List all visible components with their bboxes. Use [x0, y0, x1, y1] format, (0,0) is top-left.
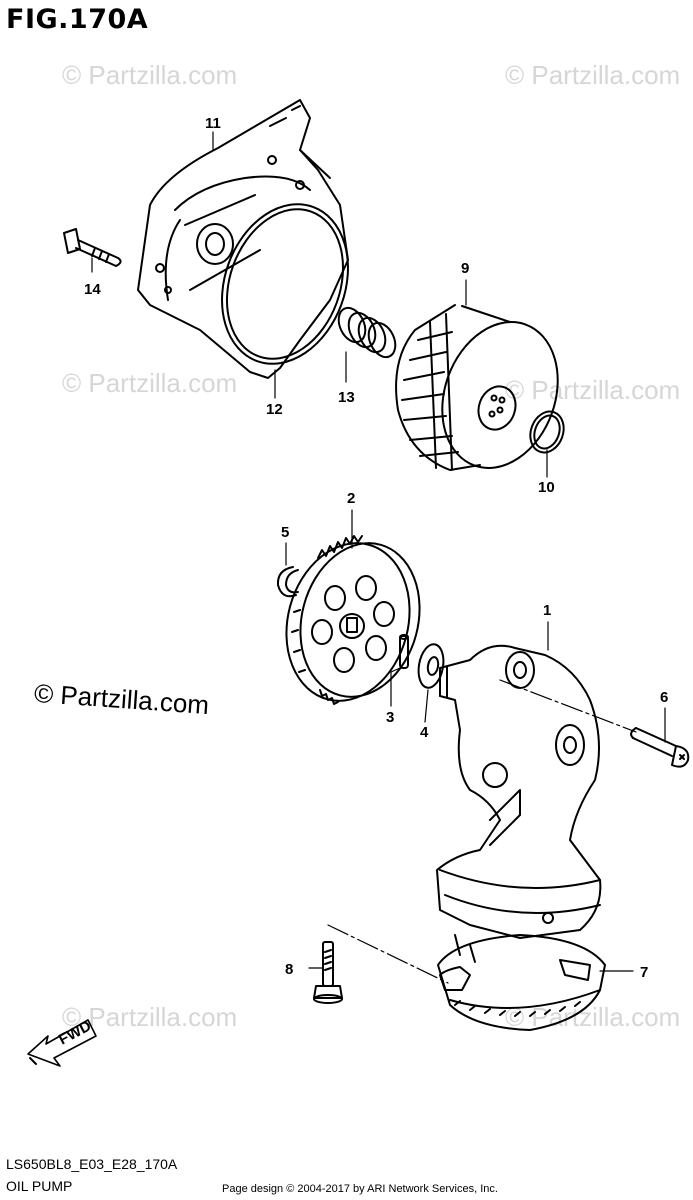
part-8-bolt[interactable] [313, 941, 343, 1004]
callout-7[interactable]: 7 [640, 964, 648, 981]
fwd-arrow [27, 1019, 97, 1067]
watermark: © Partzilla.com [505, 60, 681, 90]
part-13-spring[interactable] [334, 304, 401, 362]
callout-9[interactable]: 9 [461, 260, 469, 277]
part-9-oil-filter[interactable] [395, 304, 577, 484]
leader-lines [91, 131, 666, 984]
copyright-footer: Page design © 2004-2017 by ARI Network S… [222, 1183, 498, 1195]
callout-8[interactable]: 8 [285, 961, 293, 978]
watermark: © Partzilla.com [62, 368, 238, 398]
callout-6[interactable]: 6 [660, 689, 668, 706]
part-2-oil-pump-gear[interactable] [269, 529, 436, 715]
part-5-circlip[interactable] [276, 566, 299, 598]
part-1-oil-pump-assembly[interactable] [436, 644, 602, 939]
diagram-subtitle: OIL PUMP [6, 1178, 73, 1194]
diagram-code: LS650BL8_E03_E28_170A [6, 1156, 178, 1172]
watermark: © Partzilla.com [505, 375, 681, 405]
callout-14[interactable]: 14 [84, 281, 101, 298]
part-6-bolt[interactable] [630, 727, 690, 768]
callout-5[interactable]: 5 [281, 524, 289, 541]
callout-2[interactable]: 2 [347, 490, 355, 507]
watermark: © Partzilla.com [62, 60, 238, 90]
callout-11[interactable]: 11 [205, 115, 221, 132]
callout-12[interactable]: 12 [266, 401, 283, 418]
callout-4[interactable]: 4 [420, 724, 429, 741]
part-14-bolt[interactable] [63, 228, 122, 267]
callout-13[interactable]: 13 [338, 389, 355, 406]
callout-1[interactable]: 1 [543, 602, 551, 619]
part-11-filter-cover[interactable] [137, 99, 349, 379]
callout-3[interactable]: 3 [386, 709, 394, 726]
part-3-pin[interactable] [399, 634, 409, 669]
figure-title: FIG.170A [6, 4, 149, 35]
part-7-oil-strainer[interactable] [437, 934, 606, 1031]
part-12-o-ring[interactable] [201, 186, 370, 381]
part-10-o-ring[interactable] [525, 407, 569, 457]
part-4-washer[interactable] [415, 642, 446, 689]
callout-10[interactable]: 10 [538, 479, 555, 496]
